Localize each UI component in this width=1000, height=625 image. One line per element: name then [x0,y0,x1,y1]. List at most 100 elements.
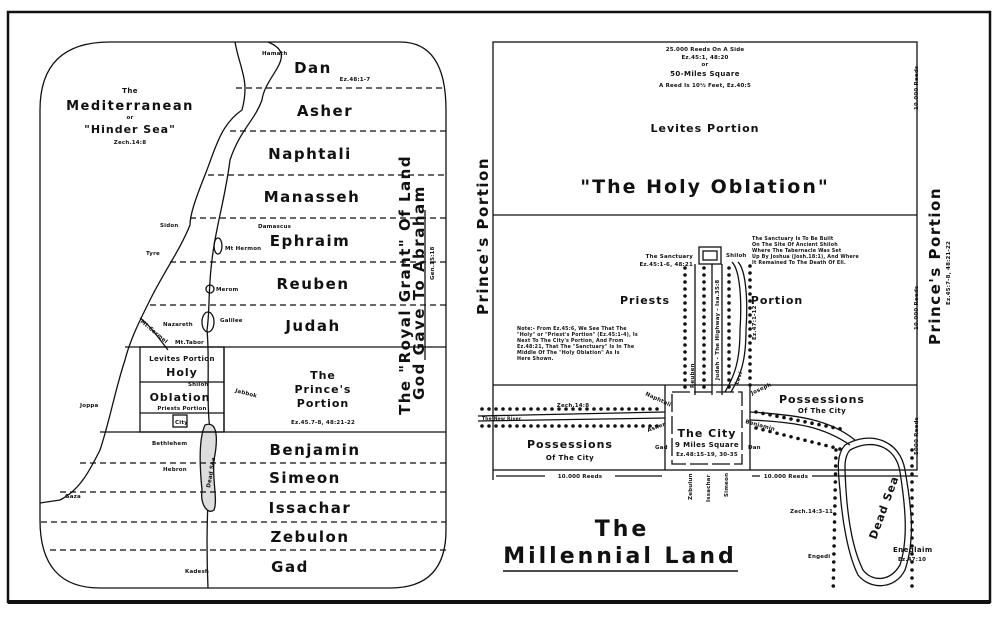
tree-icon [627,424,631,428]
tree-icon [782,415,786,420]
place-dead-sea: Dead Sea [206,457,217,489]
tree-icon [702,378,706,382]
tree-icon [702,357,706,361]
tree-icon [727,329,731,333]
place-galilee: Galilee [220,318,243,324]
tree-icon [754,426,758,430]
place-hermon: Mt Hermon [225,246,261,252]
tree-icon [832,536,837,540]
tree-icon [727,301,731,305]
royal-grant-ref: Gen.15:18 [430,246,436,280]
tree-icon [748,327,752,331]
tree-icon [620,407,624,411]
tree-icon [761,411,765,416]
tree-icon [817,422,821,427]
place-merom: Merom [216,287,238,293]
tree-icon [838,447,842,451]
highway-label: Judah - The Highway - Isa.35:8 [715,280,721,381]
tree-icon [748,264,752,268]
tree-icon [641,407,645,411]
tree-icon [683,273,687,277]
header-2: Ez.45:1, 48:20 [681,55,728,61]
tree-icon [564,424,568,428]
reeds-bottom-left: 10.000 Reeds [558,474,603,480]
place-tyre: Tyre [146,251,160,257]
prince-1: The [310,369,336,382]
tree-icon [536,424,540,428]
tree-icon [683,378,687,382]
tree-icon [585,424,589,428]
reeds-low: 5000 Reeds [914,416,920,455]
tree-icon [727,357,731,361]
oblation-holy: Holy [166,366,198,379]
place-bethlehem: Bethlehem [152,441,187,447]
tree-icon [655,424,659,428]
tree-icon [702,287,706,291]
tree-icon [683,357,687,361]
new-river-label: The New River [482,416,522,422]
eneglaim: Eneglaim [893,546,933,554]
new-river [477,417,851,446]
tree-icon [803,438,807,443]
tree-icon [748,376,752,380]
tribe-issachar: Issachar [269,499,352,517]
map-border [39,41,447,589]
shiloh-note-line: Up By Joshua (Josh.18:1), And Where [752,254,859,260]
tree-icon [480,424,484,428]
tree-icon [775,414,779,419]
tree-icon [910,488,914,492]
shiloh-note-line: On The Site Of Ancient Shiloh [752,242,838,248]
tree-icon [727,336,731,340]
label-bg [760,471,812,480]
tree-icon [748,355,752,359]
sea-label-2: Mediterranean [66,99,194,114]
place-city: City [175,420,188,426]
tree-icon [748,278,752,282]
tree-icon [727,385,731,389]
tribe-ephraim: Ephraim [270,232,350,250]
tree-icon [831,425,835,430]
tree-icon [487,424,491,428]
river-source [730,261,748,393]
place-nazareth: Nazareth [163,322,193,328]
tree-icon [508,424,512,428]
tree-icon [557,424,561,428]
tree-icon [748,285,752,289]
tree-icon [727,280,731,284]
tree-icon [838,427,842,431]
tree-icon [702,322,706,326]
trees [480,264,914,588]
tree-icon [702,329,706,333]
tree-icon [522,424,526,428]
city-box [172,414,188,428]
tree-icon [910,552,914,556]
tree-icon [683,343,687,347]
tree-icon [910,568,914,572]
tree-icon [702,350,706,354]
shiloh-note-line: Where The Tabernacle Was Set [752,248,842,254]
tree-icon [727,294,731,298]
header-4: 50-Miles Square [670,70,740,78]
oblation-oblation: Oblation [150,391,211,404]
tree-icon [702,371,706,375]
tree-icon [727,308,731,312]
royal-grant-1: The "Royal Grant" Of Land [396,155,414,415]
shiloh-note: The Sanctuary Is To Be Built On The Site… [752,236,859,266]
levites-portion: Levites Portion [651,122,760,135]
tree-icon [910,472,914,476]
city-walls [671,391,743,465]
tree-icon [831,568,836,572]
coastline [39,41,246,504]
shiloh-note-line: It Remained To The Death Of Eli. [752,260,846,266]
sanctuary-ref: Ez.45:1-6, 48:21 [639,262,693,268]
tree-icon [727,266,731,270]
tree-icon [634,407,638,411]
tree-icon [834,456,838,460]
note-line: Note:- From Ez.45:6, We See That The [517,326,627,332]
possessions-left-1: Possessions [527,438,613,451]
tree-icon [831,445,835,450]
tree-icon [683,385,687,389]
tree-icon [683,350,687,354]
tribe-manasseh: Manasseh [264,188,361,206]
tree-icon [702,385,706,389]
